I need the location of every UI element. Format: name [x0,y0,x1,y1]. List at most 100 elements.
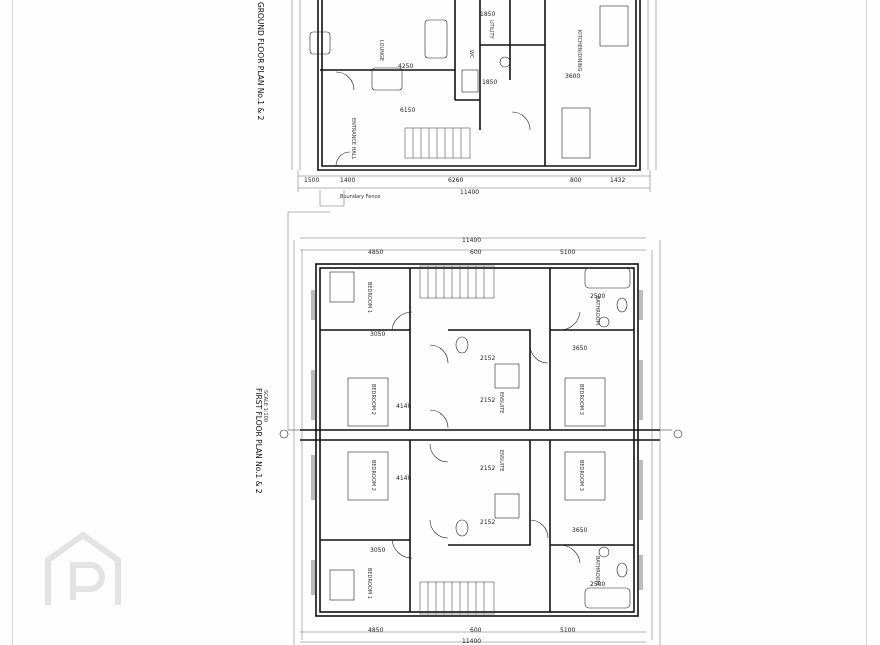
sheet-border-right [866,0,867,645]
ground-inner-wall [321,0,637,167]
room-label-kitchen: KITCHEN/DINING [576,30,582,72]
window-marks-east [639,290,643,590]
room-label-bedroom: BEDROOM 1 [366,568,372,599]
dim-label: 4850 [368,249,383,256]
bed-icon [347,451,389,501]
bathtub-icon [584,587,631,609]
room-label-ensuite: ENSUITE [498,450,504,471]
shower-icon [494,363,520,389]
bed-icon [329,271,355,303]
ground-plan-title: GROUND FLOOR PLAN No.1 & 2 [256,2,265,121]
first-stairs-bottom [419,581,495,615]
dim-label: 1500 [304,177,319,184]
room-label-entrance: ENTRANCE HALL [350,118,356,160]
dim-label: 5100 [560,627,575,634]
bottom-ensuite-wall [448,440,531,546]
dim-label: 1850 [480,11,495,18]
dim-label: 600 [470,627,482,634]
room-label-bedroom: BEDROOM 3 [578,384,584,415]
ground-stairs [404,127,471,159]
dim-label: 4850 [368,627,383,634]
dim-label: 4140 [396,475,411,482]
door-swing-icon [429,443,449,463]
room-label-bedroom: BEDROOM 1 [366,282,372,313]
room-label-bedroom: BEDROOM 3 [578,460,584,491]
toilet-icon [455,519,469,537]
utility-unit-icon [461,69,479,93]
door-swing-icon [559,544,581,564]
first-side-dim-lines [293,240,661,645]
dim-label: 1432 [610,177,625,184]
dim-label: 3050 [370,331,385,338]
toilet-icon [499,56,511,68]
dim-label: 2500 [590,581,605,588]
dim-label: 1400 [340,177,355,184]
dim-label: 3650 [572,527,587,534]
door-swing-icon [391,539,413,559]
door-swing-icon [335,71,355,91]
dim-label: 3650 [572,345,587,352]
shower-icon [494,493,520,519]
sofa-icon [424,19,448,59]
window-marks-west [311,290,315,595]
bed-icon [347,377,389,427]
armchair-icon [309,31,331,55]
dim-label: 2500 [590,293,605,300]
room-label-bedroom: BEDROOM 2 [370,460,376,491]
bed-icon [564,451,606,501]
sofa-icon [371,67,403,91]
toilet-icon [616,297,628,313]
first-floor-plan: 11400 4850 600 5100 2500 3050 3650 2152 … [254,211,683,645]
ground-dim-lines [297,170,651,192]
dim-label: 4250 [398,63,413,70]
dim-label: 2152 [480,397,495,404]
basin-icon [598,546,610,558]
room-label-bedroom: BEDROOM 2 [370,384,376,415]
ground-side-dim-lines [291,0,657,170]
sheet-border-left [12,0,13,645]
dim-label: 2152 [480,465,495,472]
room-label-ensuite: ENSUITE [498,392,504,413]
dim-label: 3050 [370,547,385,554]
door-swing-icon [529,344,549,364]
door-swing-icon [429,344,449,364]
section-marker-icon [673,429,683,439]
dim-overall-label: 11400 [460,189,479,196]
first-plan-title: FIRST FLOOR PLAN No.1 & 2 [254,388,263,494]
dim-label: 1850 [482,79,497,86]
first-stairs-top [419,265,495,299]
door-swing-icon [559,311,581,331]
ground-floor-plan: 1850 4250 6150 3600 1850 1500 1400 6260 … [256,0,657,207]
room-label-utility: UTILITY [488,20,494,40]
boundary-label: Boundary Fence [340,194,380,200]
bed-icon [564,377,606,427]
property-pal-logo-icon [45,531,121,605]
room-label-bathroom: BATHROOM [594,556,600,585]
kitchen-counter-icon [599,5,629,47]
dim-label: 3600 [565,73,580,80]
dim-label: 2152 [480,355,495,362]
door-swing-icon [429,519,449,539]
dim-label: 2152 [480,519,495,526]
top-ensuite-wall [448,329,531,430]
dim-label: 5100 [560,249,575,256]
boundary-box [319,190,345,207]
bed-icon [329,569,355,601]
dim-label: 4140 [396,403,411,410]
room-label-bathroom: BATHROOM [594,296,600,325]
dim-label: 600 [470,249,482,256]
door-swing-icon [511,111,531,131]
first-plan-scale: SCALE 1:100 [262,390,268,422]
dining-table-icon [561,107,591,159]
bathtub-icon [584,267,631,289]
party-wall [300,429,660,441]
toilet-icon [455,336,469,354]
dim-label: 800 [570,177,582,184]
basin-icon [598,316,610,328]
dim-label: 6260 [448,177,463,184]
site-line [287,211,330,430]
door-swing-icon [529,519,549,539]
ground-outer-wall [317,0,641,171]
